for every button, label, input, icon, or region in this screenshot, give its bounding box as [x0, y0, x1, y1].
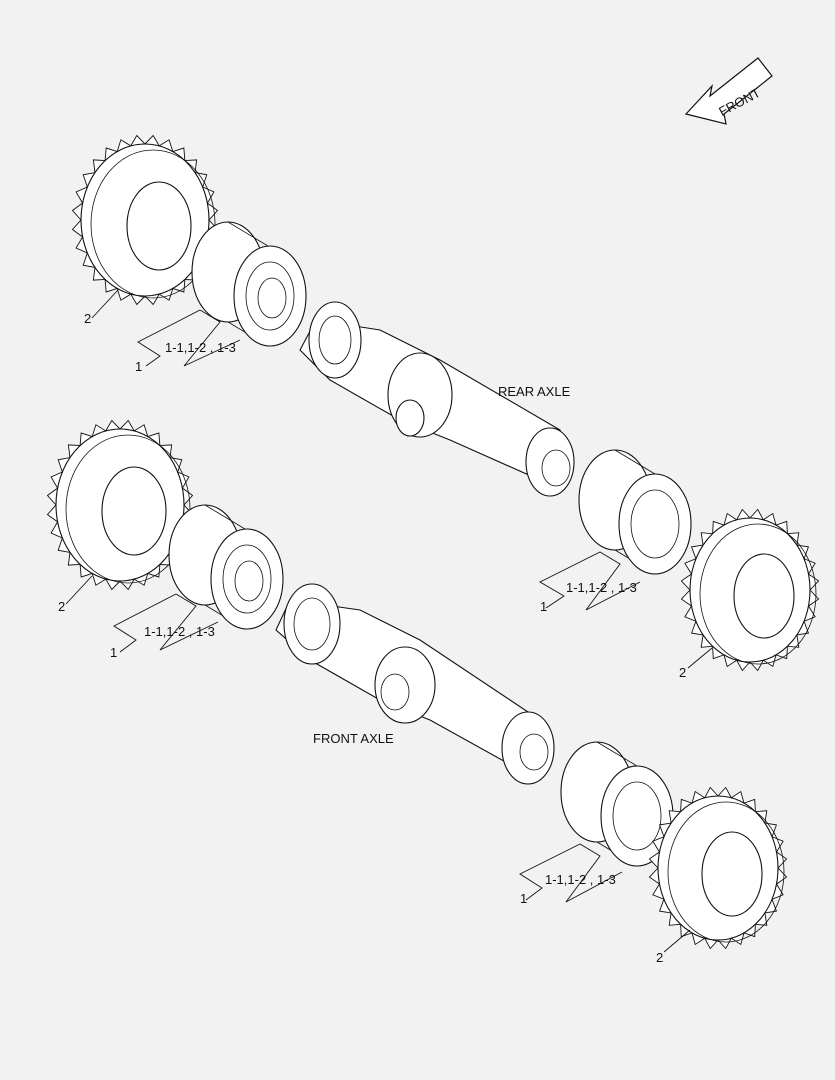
rim-icon — [578, 449, 692, 575]
callout-refs: 1-1,1-2 , 1-3 — [566, 580, 637, 595]
callout-item: 1 — [135, 359, 142, 374]
axle-icon — [299, 301, 575, 497]
callout-item: 2 — [679, 665, 686, 680]
leader-line — [663, 929, 691, 953]
rear-axle-title: REAR AXLE — [498, 384, 571, 399]
leader-bracket — [137, 309, 241, 367]
leader-line — [91, 289, 119, 319]
rim-icon — [168, 504, 284, 630]
callout-item: 1 — [110, 645, 117, 660]
callout-refs: 1-1,1-2 , 1-3 — [545, 872, 616, 887]
front-direction-arrow-icon: FRONT — [684, 57, 773, 125]
leader-line — [687, 647, 713, 669]
tire-icon — [46, 419, 194, 591]
callout-item: 1 — [520, 891, 527, 906]
leader-line — [65, 575, 93, 605]
leader-bracket — [539, 551, 641, 611]
callout-item: 2 — [84, 311, 91, 326]
callout-refs: 1-1,1-2 , 1-3 — [144, 624, 215, 639]
leader-bracket — [113, 593, 219, 653]
tire-icon — [648, 786, 788, 950]
axle-icon — [275, 583, 555, 785]
tire-icon — [680, 508, 820, 672]
rim-icon — [191, 221, 307, 347]
front-axle-title: FRONT AXLE — [313, 731, 394, 746]
callout-item: 1 — [540, 599, 547, 614]
callout-item: 2 — [656, 950, 663, 965]
leader-bracket — [519, 843, 623, 903]
callout-item: 2 — [58, 599, 65, 614]
callout-refs: 1-1,1-2 , 1-3 — [165, 340, 236, 355]
